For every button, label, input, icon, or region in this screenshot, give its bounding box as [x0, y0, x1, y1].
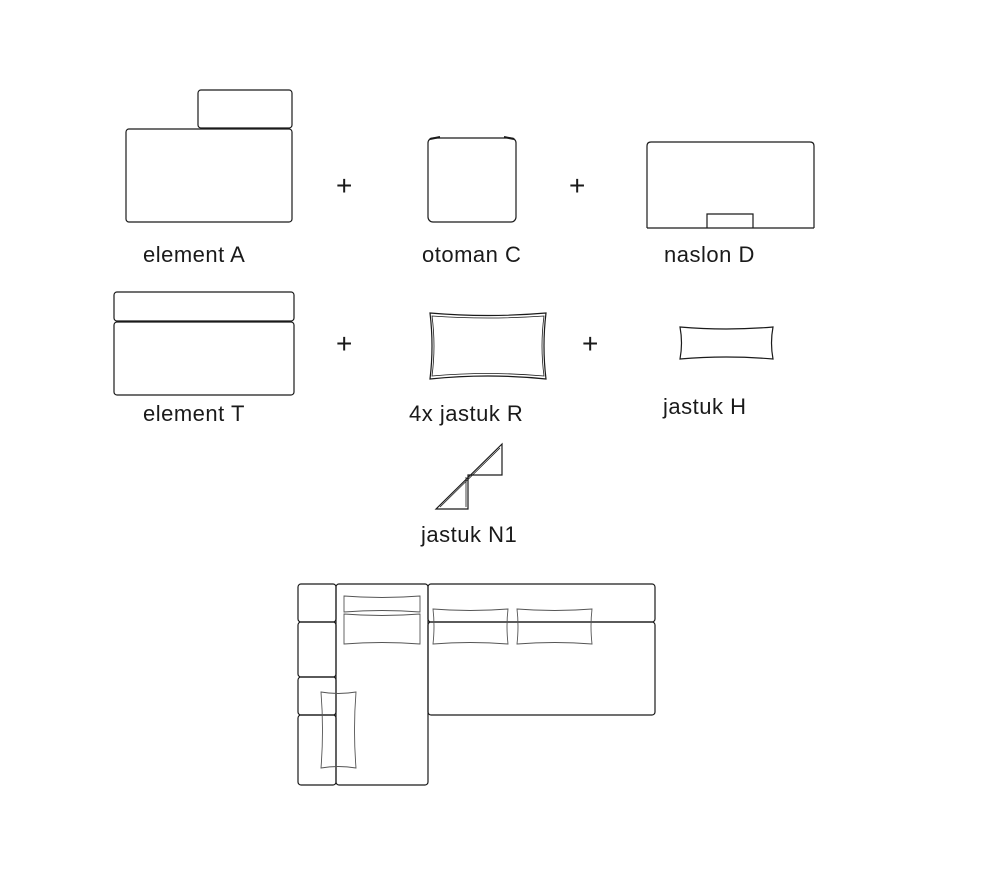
element-t-label: element T: [143, 401, 245, 426]
assembled-sofa-plan-icon: [297, 583, 656, 786]
element-a-label: element A: [143, 242, 246, 267]
jastuk-h-label: jastuk H: [663, 394, 747, 419]
element-a-icon: [125, 89, 293, 223]
jastuk-r-label: 4x jastuk R: [409, 401, 524, 426]
jastuk-n1-label: jastuk N1: [421, 522, 518, 547]
jastuk-h-icon: [679, 326, 774, 360]
plus-sign: +: [336, 328, 353, 359]
plus-sign: +: [336, 170, 353, 201]
otoman-c-label: otoman C: [422, 242, 522, 267]
element-t-icon: [113, 291, 295, 396]
jastuk-n1-icon: [434, 442, 503, 510]
naslon-d-icon: [646, 141, 815, 229]
plus-sign: +: [569, 170, 586, 201]
otoman-c-icon: [427, 136, 517, 223]
jastuk-r-icon: [429, 312, 547, 380]
plus-sign: +: [582, 328, 599, 359]
naslon-d-label: naslon D: [664, 242, 755, 267]
